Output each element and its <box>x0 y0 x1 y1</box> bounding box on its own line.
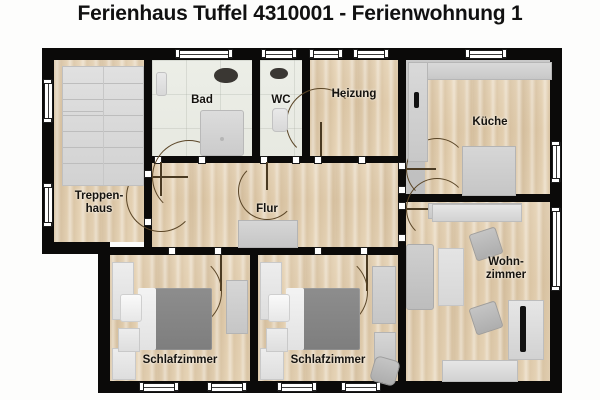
door-jamb-bad-2 <box>198 155 206 164</box>
window-bottom-1 <box>139 382 179 392</box>
window-bottom-4 <box>341 382 381 392</box>
wall-exterior-top <box>42 48 562 60</box>
staircase <box>62 66 144 186</box>
window-right-1 <box>551 141 561 183</box>
window-top-1 <box>175 49 233 59</box>
window-top-2 <box>261 49 297 59</box>
window-left-2 <box>43 183 53 227</box>
door-jamb-wohnzimmer-2 <box>398 234 406 242</box>
wall-bad-right <box>252 60 260 156</box>
wz-tv <box>520 306 526 352</box>
door-jamb-heizung <box>314 155 322 164</box>
wz-sideboard-bottom <box>442 360 518 382</box>
window-top-3 <box>309 49 343 59</box>
kueche-table <box>462 146 516 196</box>
bad-sink-wall <box>156 72 167 96</box>
wall-kueche-bottom <box>398 194 550 202</box>
flur-sideboard <box>238 220 298 248</box>
window-bottom-2 <box>207 382 247 392</box>
wall-schlafzimmer-divider <box>250 247 258 393</box>
wall-wohnzimmer-left <box>398 247 406 393</box>
wz-tv-stand <box>508 300 544 360</box>
door-jamb-wohnzimmer <box>398 202 406 210</box>
sz2-pillow <box>268 294 290 322</box>
window-bottom-3 <box>277 382 317 392</box>
window-right-2 <box>551 207 561 291</box>
wall-treppenhaus-right <box>144 60 152 248</box>
sz2-bed-mattress <box>302 288 360 350</box>
sz1-pillow <box>120 294 142 322</box>
sz1-dresser <box>112 348 136 380</box>
door-jamb-heizung-2 <box>358 155 366 164</box>
kueche-counter-top <box>425 62 552 80</box>
wall-exterior-step-vertical <box>98 242 110 393</box>
wz-sofa <box>406 244 434 310</box>
wall-heizung-right <box>398 60 406 248</box>
window-top-5 <box>465 49 507 59</box>
sz1-nightstand <box>118 328 140 352</box>
page-title: Ferienhaus Tuffel 4310001 - Ferienwohnun… <box>77 2 523 25</box>
door-jamb-wc-2 <box>292 155 300 164</box>
door-jamb-kueche-2 <box>398 186 406 194</box>
sz1-bed-mattress <box>154 288 212 350</box>
sz1-bed-sheet <box>138 288 156 350</box>
sz2-nightstand <box>266 328 288 352</box>
wall-wc-right <box>302 60 310 156</box>
door-jamb-treppenhaus <box>143 170 152 178</box>
door-jamb-treppenhaus-2 <box>143 218 152 226</box>
kueche-wall-unit <box>414 92 419 108</box>
door-jamb-schlafzimmer-2-2 <box>360 247 368 255</box>
sz2-closet-right <box>372 266 396 324</box>
wall-bad-wc-heizung-bottom <box>144 156 398 163</box>
sz2-dresser <box>260 348 284 380</box>
wc-sink <box>272 108 288 132</box>
wz-coffee-table <box>438 248 464 306</box>
bad-toilet <box>214 68 238 83</box>
door-jamb-schlafzimmer-1-2 <box>214 247 222 255</box>
bad-shower <box>200 110 244 156</box>
window-top-4 <box>353 49 389 59</box>
sz1-closet-right <box>226 280 248 334</box>
kueche-counter-left <box>408 62 428 162</box>
wall-exterior-step-bottom <box>42 242 110 254</box>
wall-flur-bottom <box>110 247 406 255</box>
door-jamb-kueche <box>398 162 406 170</box>
sz2-bed-sheet <box>286 288 304 350</box>
wz-sideboard-top <box>432 204 522 222</box>
door-jamb-schlafzimmer-1 <box>168 247 176 255</box>
window-left-1 <box>43 79 53 123</box>
door-jamb-schlafzimmer-2 <box>314 247 322 255</box>
room-heizung[interactable] <box>310 60 398 156</box>
wc-toilet <box>270 68 288 79</box>
floor-plan-canvas: Treppen- haus Bad WC Heizung Küche Flur … <box>42 48 562 393</box>
